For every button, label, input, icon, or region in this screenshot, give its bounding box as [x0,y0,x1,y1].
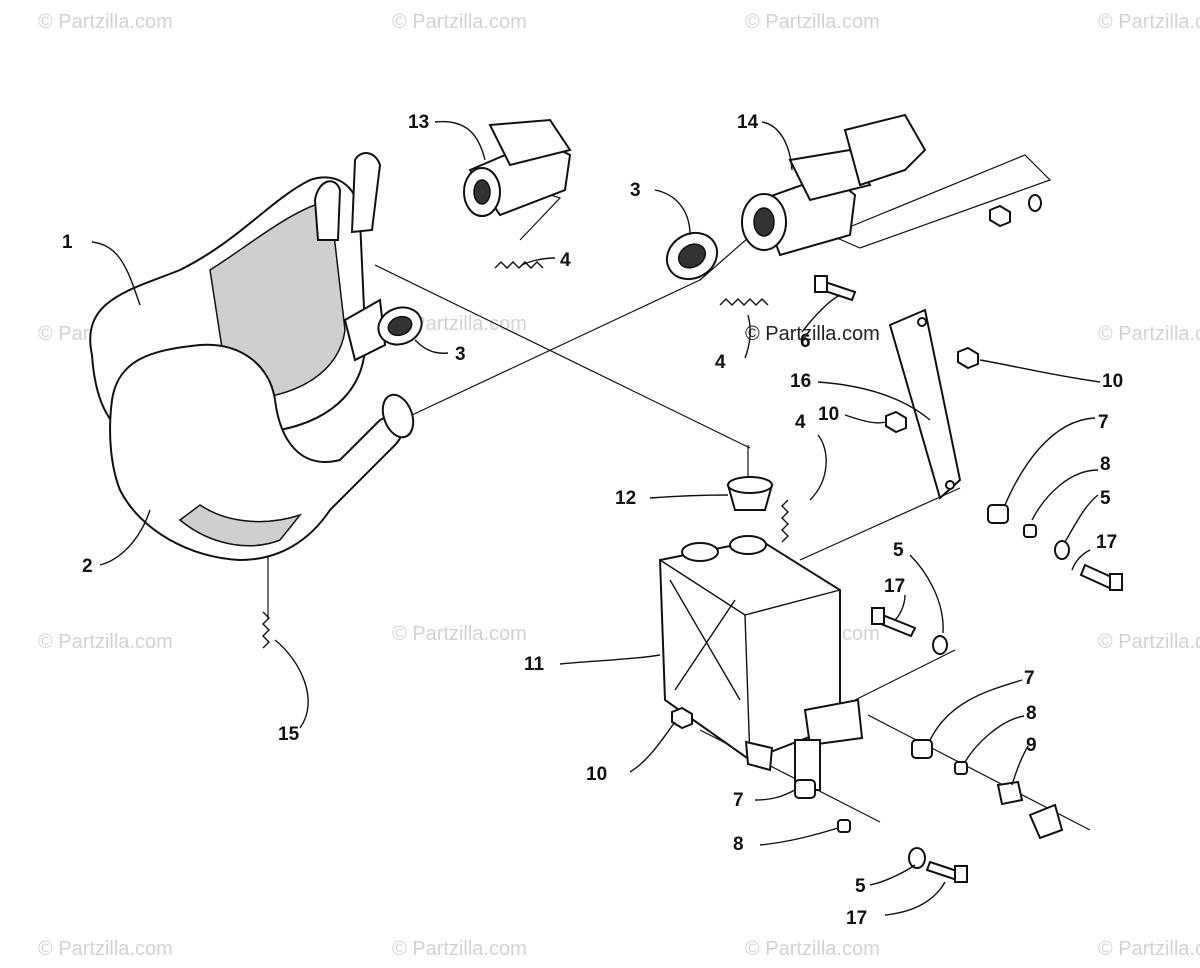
clip-9 [996,780,1064,840]
callout-3: 3 [455,344,466,365]
watermark: © Partzilla.com [38,631,173,653]
watermark: © Partzilla.com [392,313,527,335]
callout-11: 11 [524,654,545,675]
washer-icon [908,194,1070,869]
flange-pipe-14 [741,113,927,257]
watermarks: © Partzilla.com © Partzilla.com © Partzi… [38,11,1200,960]
nut-icon [671,204,1011,730]
callout-12: 12 [615,488,636,509]
callout-10: 10 [586,764,607,785]
callout-10: 10 [818,404,839,425]
callout-14: 14 [737,112,759,133]
callout-7: 7 [733,790,744,811]
watermark: © Partzilla.com [1098,938,1200,960]
callout-8: 8 [733,834,744,855]
callout-16: 16 [790,371,811,392]
callout-9: 9 [1026,735,1037,756]
callout-17: 17 [1096,532,1117,553]
expansion-chamber-icon [109,298,415,562]
watermark: © Partzilla.com [745,938,880,960]
callout-8: 8 [1100,454,1111,475]
callout-4: 4 [795,412,806,433]
bushing-icon [794,504,1037,833]
cap-12 [726,476,774,511]
silencer-box-11 [658,535,864,791]
watermark: © Partzilla.com [1098,11,1200,33]
seal-ring-3 [377,231,719,346]
watermark: © Partzilla.com [392,623,527,645]
spring-icon [262,261,789,649]
callout-17: 17 [846,908,867,929]
watermark: © Partzilla.com [38,11,173,33]
callout-15: 15 [278,724,300,745]
callout-13: 13 [408,112,429,133]
leader-lines [91,120,1101,916]
callout-1: 1 [62,232,73,253]
callout-2: 2 [82,556,93,577]
watermark: © Partzilla.com [1098,631,1200,653]
watermark: © Partzilla.com [38,938,173,960]
watermark: © Partzilla.com [392,11,527,33]
callout-4: 4 [715,352,726,373]
watermark: © Partzilla.com [1098,323,1200,345]
watermark-center: © Partzilla.com [745,323,880,345]
callout-5: 5 [855,876,866,897]
callout-8: 8 [1026,703,1037,724]
callout-5: 5 [893,540,904,561]
axis-lines [267,154,1091,831]
watermark: © Partzilla.com [745,11,880,33]
watermark: © Partzilla.com [392,938,527,960]
callout-4: 4 [560,250,571,271]
callout-5: 5 [1100,488,1111,509]
callout-7: 7 [1024,668,1035,689]
callout-3: 3 [630,180,641,201]
flange-pipe-13 [463,118,572,217]
bracket-16 [888,308,962,500]
callout-10: 10 [1102,371,1123,392]
callout-17: 17 [884,576,905,597]
bolt-icon [814,275,1123,883]
callout-6: 6 [800,331,811,352]
callout-labels: 1 2 13 14 3 3 4 4 4 6 10 16 10 7 8 5 17 … [62,112,1123,929]
callout-7: 7 [1098,412,1109,433]
